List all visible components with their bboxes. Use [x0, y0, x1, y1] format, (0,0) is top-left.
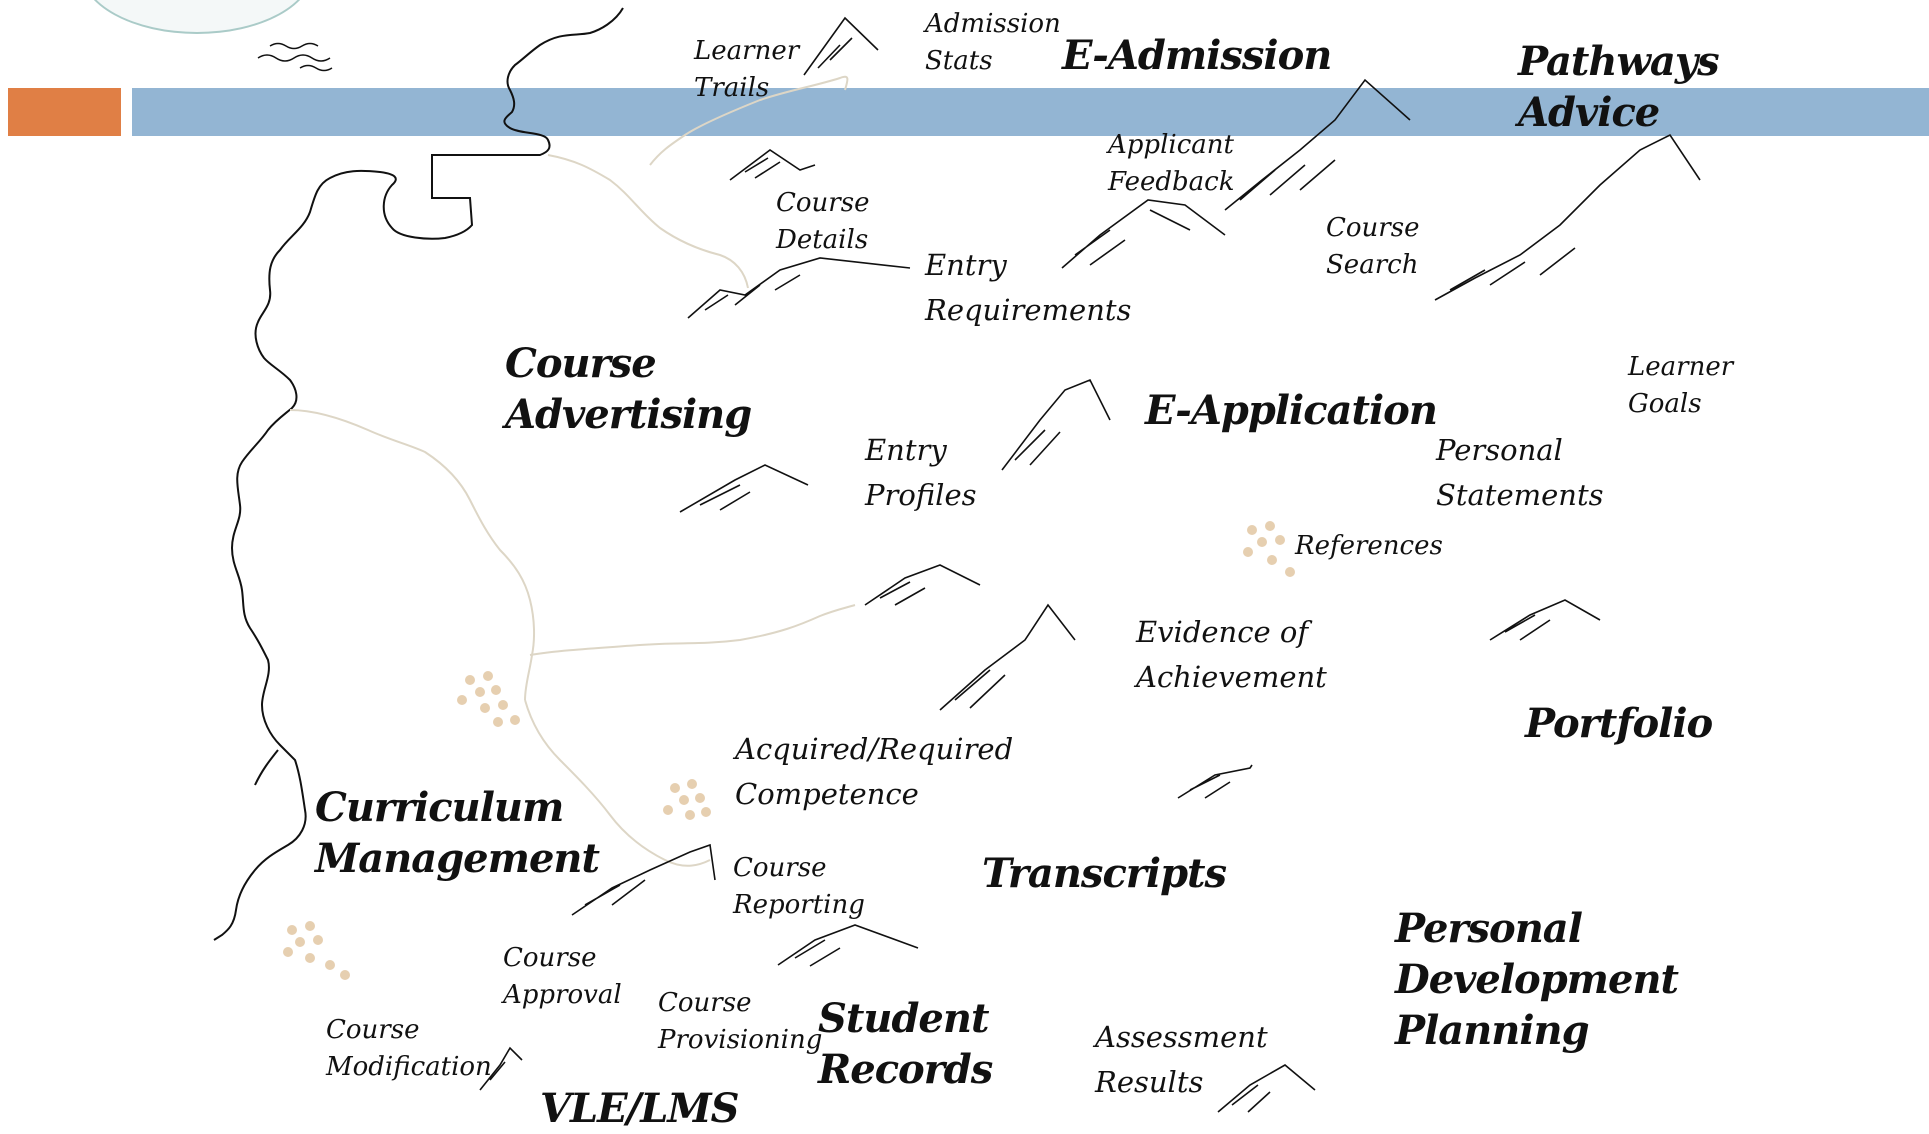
- mountain-icon: [679, 464, 809, 513]
- wave-icon: [257, 42, 333, 72]
- mountain-icon: [1177, 764, 1253, 799]
- mountain-icon: [479, 1046, 523, 1091]
- tree-cluster-icons: [283, 521, 1295, 980]
- mountain-icon: [1434, 133, 1701, 301]
- tree-cluster-icon: [663, 779, 711, 820]
- trail-lines: [289, 75, 856, 867]
- mountain-icon: [864, 564, 981, 606]
- tree-cluster-icon: [457, 671, 520, 727]
- mountain-icon: [1489, 599, 1601, 641]
- label-transcripts: Transcripts: [982, 850, 1227, 897]
- tree-cluster-icon: [1243, 521, 1295, 577]
- label-e-admission: E-Admission: [1062, 32, 1332, 79]
- header-bar: [132, 88, 1929, 136]
- header-accent-block: [8, 88, 121, 136]
- mountain-icon: [939, 603, 1076, 711]
- mountain-icon: [777, 924, 919, 967]
- label-e-application: E-Application: [1145, 387, 1438, 434]
- mountain-icon: [1001, 378, 1111, 471]
- mountain-icon: [571, 843, 716, 916]
- mountain-icon: [803, 16, 879, 76]
- mountain-icon: [687, 257, 911, 319]
- mountain-icons: [479, 16, 1701, 1113]
- mountain-icon: [1224, 78, 1411, 211]
- mountain-icon: [1217, 1064, 1316, 1113]
- tree-cluster-icon: [283, 921, 350, 980]
- coastline: [213, 7, 624, 941]
- label-portfolio: Portfolio: [1525, 700, 1713, 747]
- mountain-icon: [1061, 199, 1226, 269]
- label-vle-lms: VLE/LMS: [540, 1085, 740, 1132]
- mountain-icon: [729, 149, 816, 181]
- inner-coast: [254, 749, 279, 786]
- label-references: References: [1295, 531, 1443, 561]
